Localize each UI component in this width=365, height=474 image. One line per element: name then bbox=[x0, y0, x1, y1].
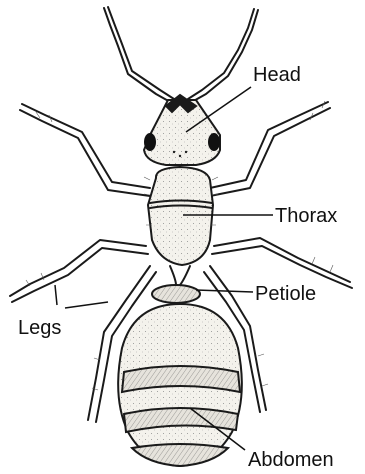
right-eye bbox=[208, 133, 220, 151]
label-thorax: Thorax bbox=[275, 205, 337, 227]
thorax-part bbox=[144, 167, 218, 265]
legs-leader-1 bbox=[55, 285, 57, 305]
label-abdomen: Abdomen bbox=[248, 449, 334, 471]
label-legs: Legs bbox=[18, 317, 61, 339]
legs-leader-2 bbox=[65, 302, 108, 308]
petiole-part bbox=[152, 266, 200, 303]
petiole-leader bbox=[196, 290, 253, 292]
antennae bbox=[104, 7, 258, 103]
abdomen-part bbox=[118, 304, 242, 466]
label-head: Head bbox=[253, 64, 301, 86]
head-part bbox=[144, 95, 220, 165]
mid-right-leg bbox=[214, 238, 350, 282]
label-petiole: Petiole bbox=[255, 283, 316, 305]
front-left-leg bbox=[22, 104, 150, 188]
left-eye bbox=[144, 133, 156, 151]
